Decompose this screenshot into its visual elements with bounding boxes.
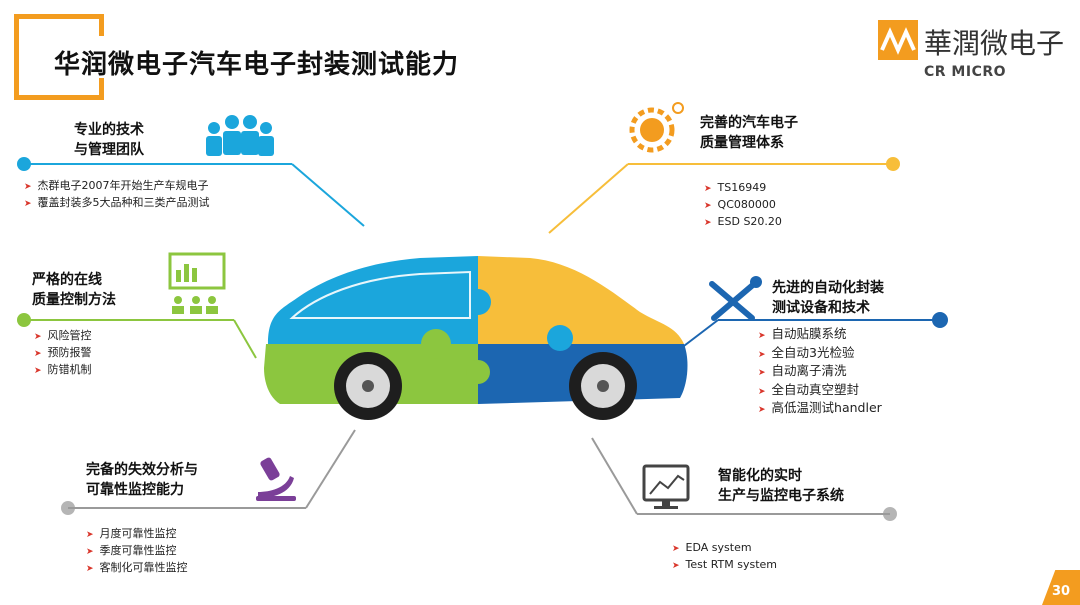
automation-title-line-1: 先进的自动化封装	[772, 280, 884, 296]
system-title: 智能化的实时 生产与监控电子系统	[718, 466, 844, 506]
process-title-line-1: 严格的在线	[32, 272, 102, 288]
list-item: TS16949	[704, 180, 782, 197]
wrench-tools-icon	[709, 276, 762, 321]
quality-title-line-1: 完善的汽车电子	[700, 115, 798, 131]
list-item: 自动离子清洗	[758, 363, 882, 382]
quality-title: 完善的汽车电子 质量管理体系	[700, 113, 798, 153]
list-item: 月度可靠性监控	[86, 526, 188, 543]
logo-text-en: CR MICRO	[924, 64, 1007, 80]
list-item: 防错机制	[34, 362, 92, 379]
list-item: 自动贴膜系统	[758, 326, 882, 345]
process-title: 严格的在线 质量控制方法	[32, 270, 116, 310]
list-item: 杰群电子2007年开始生产车规电子	[24, 178, 210, 195]
system-title-line-2: 生产与监控电子系统	[718, 488, 844, 504]
team-connector	[17, 157, 365, 227]
microscope-icon	[256, 457, 296, 501]
logo-text-cn: 華潤微电子	[924, 27, 1065, 60]
presentation-board-icon	[168, 252, 226, 314]
system-title-line-1: 智能化的实时	[718, 468, 802, 484]
automation-list: 自动贴膜系统 全自动3光检验 自动离子清洗 全自动真空塑封 高低温测试handl…	[758, 326, 882, 419]
automation-title-line-2: 测试设备和技术	[772, 300, 870, 316]
title-bracket	[14, 14, 104, 100]
list-item: 季度可靠性监控	[86, 543, 188, 560]
logo-icon	[878, 20, 918, 60]
process-connector	[17, 313, 257, 359]
failure-list: 月度可靠性监控 季度可靠性监控 客制化可靠性监控	[86, 526, 188, 577]
list-item: 风险管控	[34, 328, 92, 345]
list-item: Test RTM system	[672, 557, 777, 574]
list-item: EDA system	[672, 540, 777, 557]
list-item: 全自动3光检验	[758, 345, 882, 364]
list-item: QC080000	[704, 197, 782, 214]
failure-title-line-2: 可靠性监控能力	[86, 482, 184, 498]
monitor-chart-icon	[642, 464, 690, 509]
list-item: 客制化可靠性监控	[86, 560, 188, 577]
list-item: 全自动真空塑封	[758, 382, 882, 401]
automation-connector	[675, 312, 948, 353]
quality-connector	[548, 157, 900, 234]
system-connector	[591, 437, 897, 521]
team-people-icon	[206, 115, 274, 156]
team-list: 杰群电子2007年开始生产车规电子 覆盖封装多5大品种和三类产品测试	[24, 178, 210, 212]
process-title-line-2: 质量控制方法	[32, 292, 116, 308]
process-list: 风险管控 预防报警 防错机制	[34, 328, 92, 379]
failure-connector	[61, 429, 356, 515]
quality-title-line-2: 质量管理体系	[700, 135, 784, 151]
team-title-line-2: 与管理团队	[74, 142, 144, 158]
rear-wheel	[569, 352, 637, 420]
front-wheel	[334, 352, 402, 420]
failure-title-line-1: 完备的失效分析与	[86, 462, 198, 478]
list-item: ESD S20.20	[704, 214, 782, 231]
puzzle-car	[264, 256, 688, 420]
failure-title: 完备的失效分析与 可靠性监控能力	[86, 460, 198, 500]
list-item: 预防报警	[34, 345, 92, 362]
quality-list: TS16949 QC080000 ESD S20.20	[704, 180, 782, 231]
quality-gear-icon	[629, 102, 684, 153]
list-item: 高低温测试handler	[758, 400, 882, 419]
page-title: 华润微电子汽车电子封装测试能力	[54, 50, 460, 80]
list-item: 覆盖封装多5大品种和三类产品测试	[24, 195, 210, 212]
system-list: EDA system Test RTM system	[672, 540, 777, 574]
automation-title: 先进的自动化封装 测试设备和技术	[772, 278, 884, 318]
team-title-line-1: 专业的技术	[74, 122, 144, 138]
team-title: 专业的技术 与管理团队	[74, 120, 144, 160]
